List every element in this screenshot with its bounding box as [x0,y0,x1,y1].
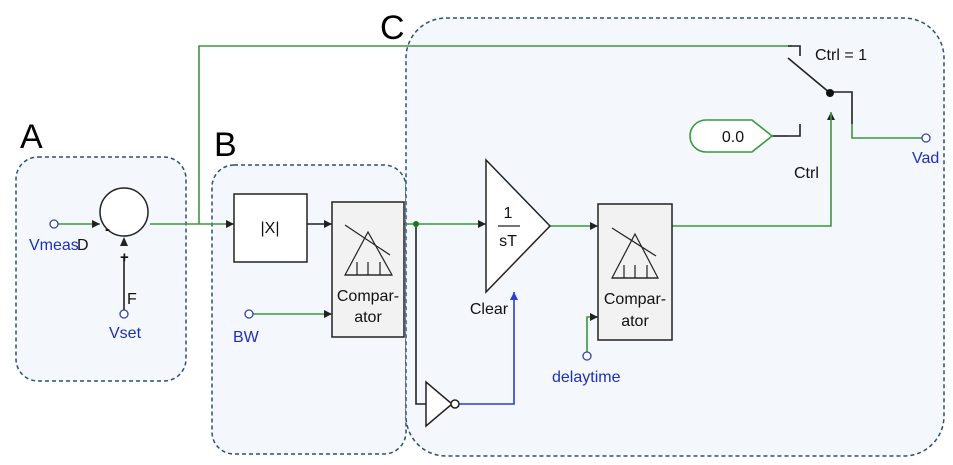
switch-pivot [826,89,834,97]
vmeas-arrow [92,220,100,228]
integrator-numerator: 1 [504,205,513,222]
vset-port[interactable] [119,309,129,319]
abs-block-arrow [226,220,234,228]
switch-top-contact [788,45,801,56]
comparator-2-label-line2: ator [621,313,649,330]
vmeas-port[interactable] [49,219,59,229]
comparator-2-arrow-top [590,222,598,230]
switch-bottom-contact [788,124,801,137]
comparator-1-icon [343,224,394,276]
delaytime-port[interactable] [582,351,592,361]
plus-sign: + [120,249,129,266]
wire-switch-output [851,124,922,139]
vad-label: Vad [912,150,939,167]
wire-not-to-clear [458,292,515,405]
junction-dot [413,221,419,227]
vad-port[interactable] [921,133,931,143]
bw-port[interactable] [244,309,254,319]
switch-blade[interactable] [787,57,831,94]
wire-top-feed [198,45,792,224]
comparator-1-arrow-top [324,220,332,228]
integrator-denominator: sT [499,233,517,250]
constant-source [689,119,774,153]
region-a-box [15,156,187,382]
wire-switch-output-stub [832,91,853,124]
summing-junction [99,187,149,237]
switch-ctrl-setting: Ctrl = 1 [815,47,867,64]
integrator-arrow [478,220,486,228]
input-d-label: D [77,237,89,254]
vset-arrow [120,237,128,246]
switch-ctrl-input-label: Ctrl [794,165,819,182]
abs-block-label: |X| [261,220,280,237]
comparator-2-icon [611,227,659,279]
comparator-1-arrow-bottom [324,310,332,318]
region-c-label: C [380,9,405,47]
integrator-clear-label: Clear [470,301,509,318]
wire-branch-to-not [415,224,426,405]
region-c-box [405,17,945,457]
comparator-2-label-line1: Compar- [604,291,666,308]
abs-block [233,193,308,263]
not-gate [425,380,454,428]
clear-arrow [510,292,518,300]
delaytime-label: delaytime [552,369,621,386]
vmeas-label: Vmeas [29,237,79,254]
region-b-label: B [214,126,237,164]
region-a-label: A [20,118,43,156]
constant-value: 0.0 [722,129,744,146]
not-gate-bubble [450,399,460,409]
comparator-2-arrow-bottom [590,313,598,321]
minus-sign: - [105,221,110,238]
vset-label: Vset [109,325,142,342]
bw-label: BW [233,329,260,346]
comparator-1-label-line1: Compar- [337,288,399,305]
wire-comparator2-output [672,183,832,227]
input-f-label: F [127,291,137,308]
comparator-1-label-line2: ator [354,309,382,326]
